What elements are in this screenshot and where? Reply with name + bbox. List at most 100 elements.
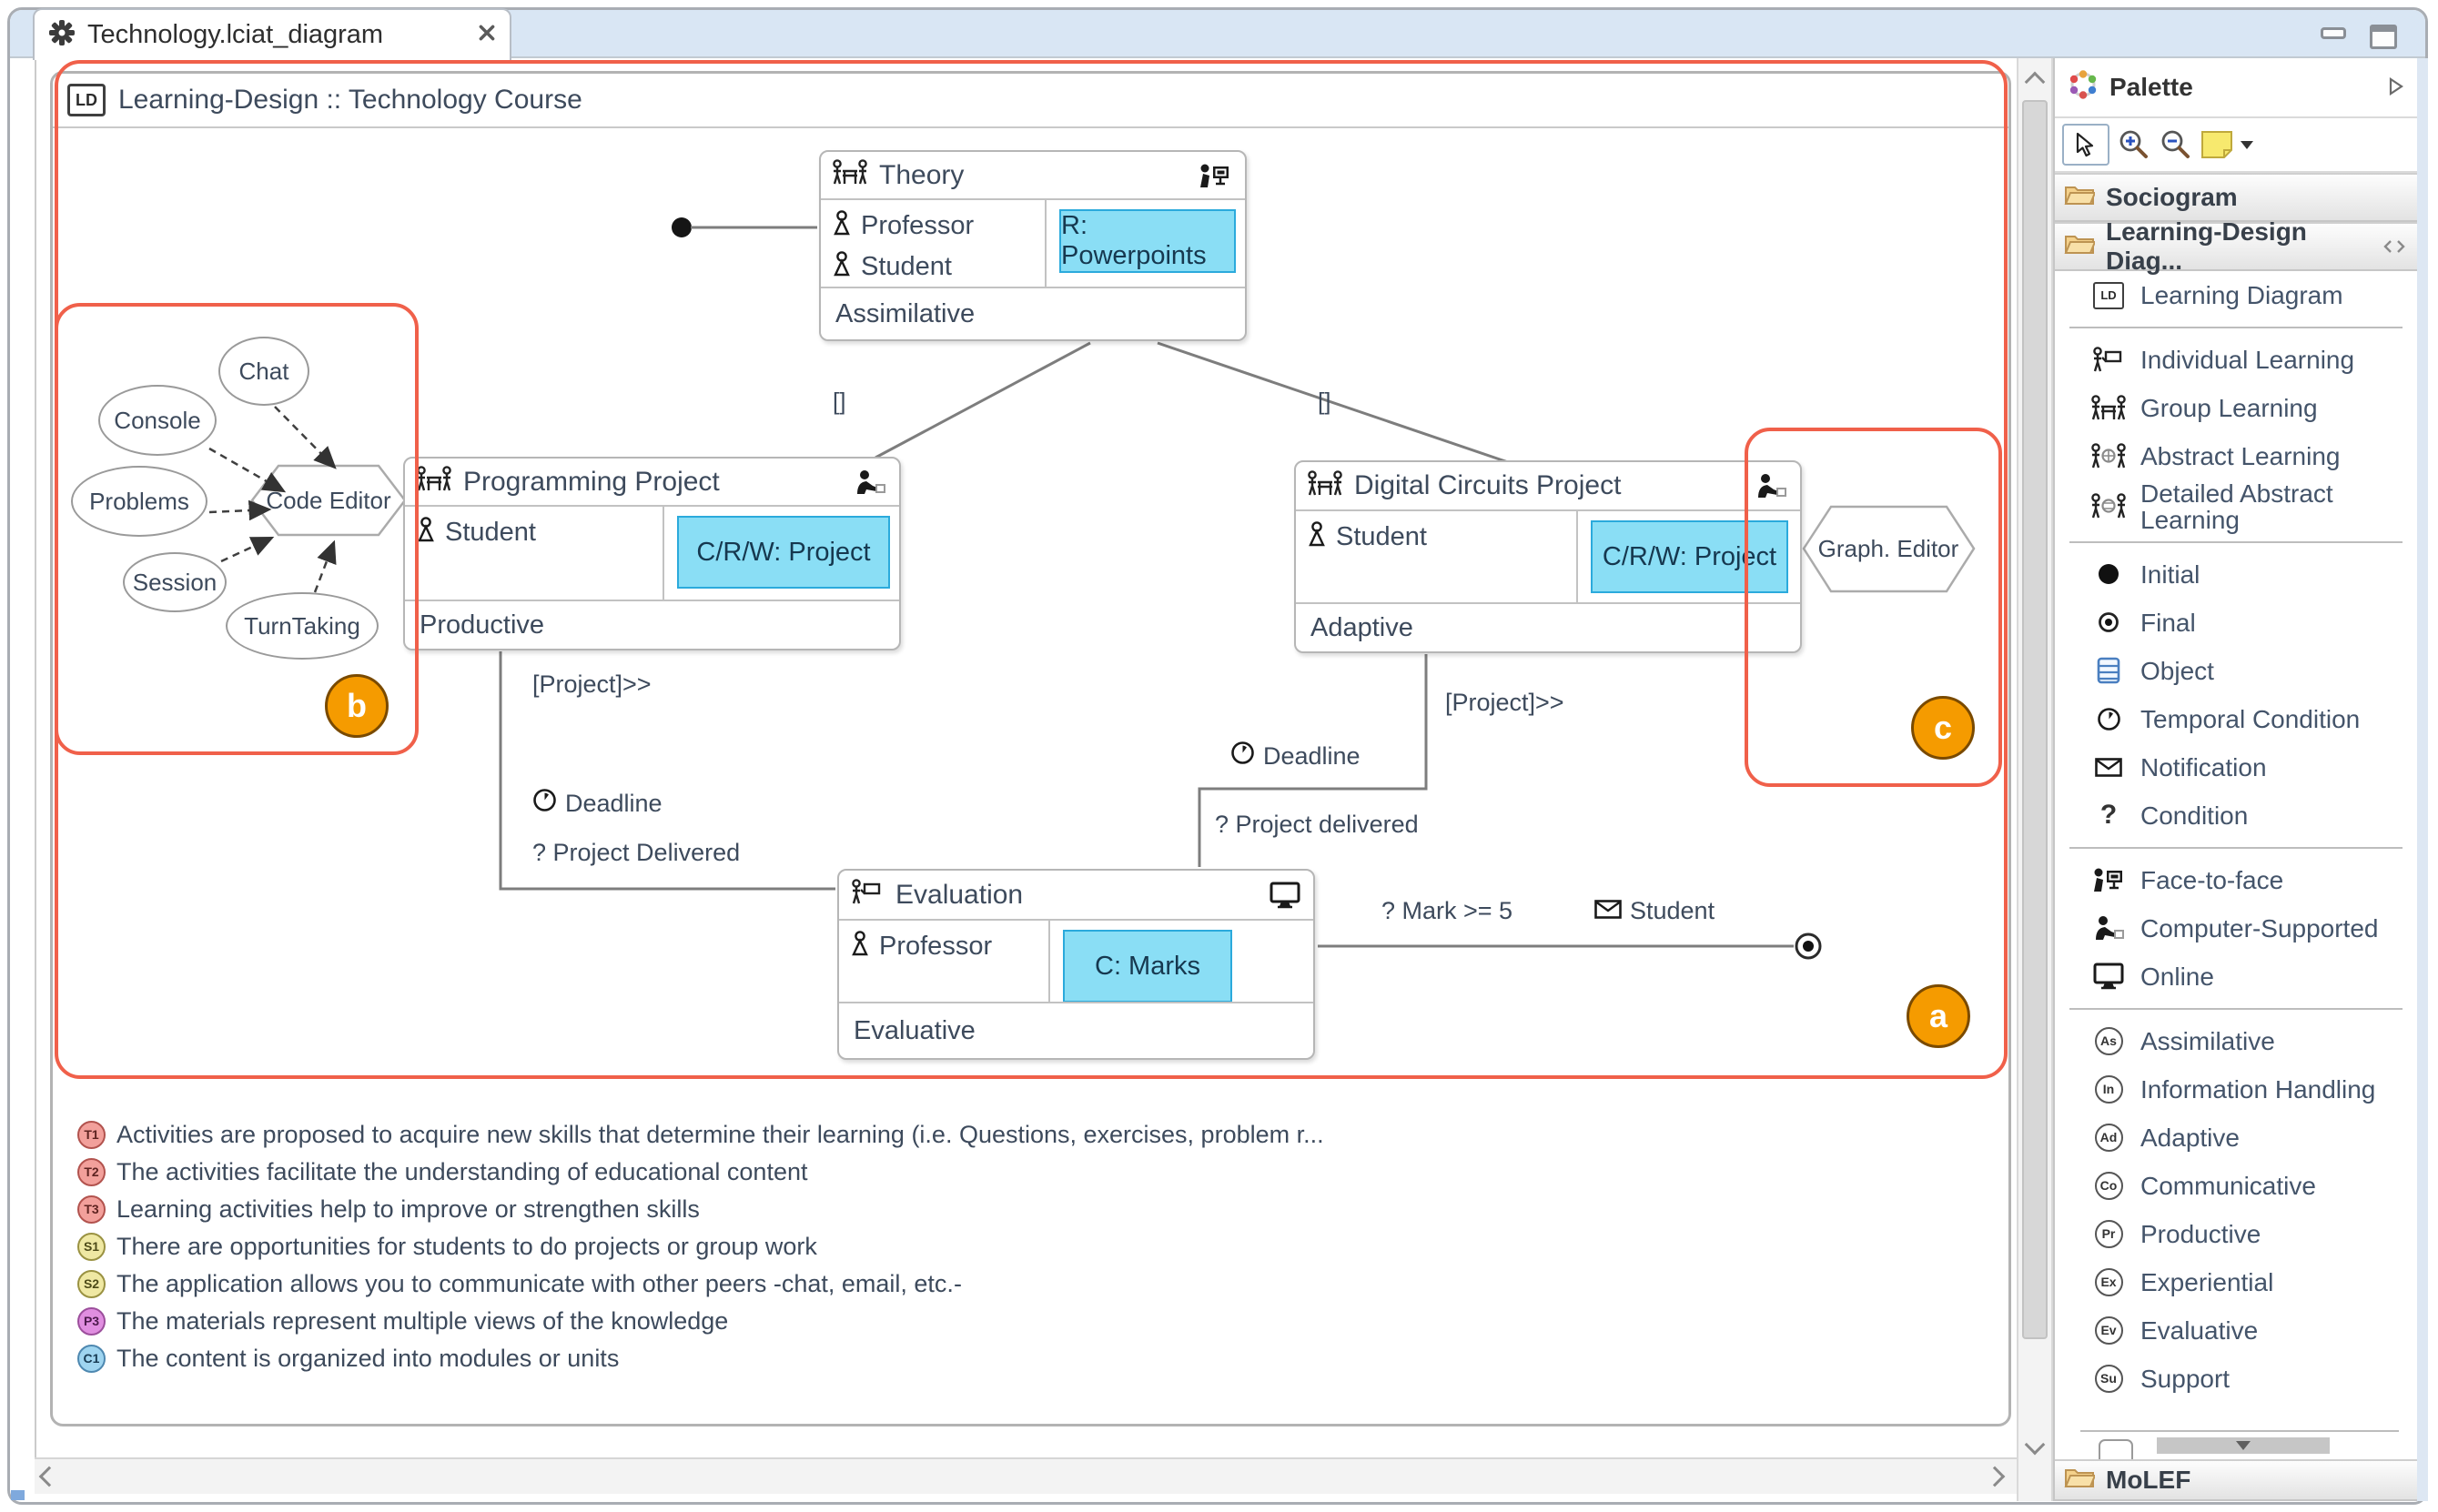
palette-drawer-molef[interactable]: MoLEF xyxy=(2055,1459,2417,1501)
corner-chip xyxy=(11,1490,25,1500)
palette-item-face-to-face[interactable]: Face-to-face xyxy=(2055,856,2417,904)
person-icon xyxy=(832,209,852,243)
group-learning-icon xyxy=(832,159,868,191)
horizontal-scrollbar[interactable] xyxy=(35,1457,2017,1494)
object-powerpoints[interactable]: R: Powerpoints xyxy=(1059,209,1236,273)
online-icon xyxy=(1270,882,1300,909)
palette-item-detailed-abstract-learning[interactable]: Detailed Abstract Learning xyxy=(2055,480,2417,534)
palette-scroll-area xyxy=(2055,1430,2417,1467)
computer-supported-icon xyxy=(2089,915,2128,941)
palette-drawer-learning-design[interactable]: Learning-Design Diag... xyxy=(2055,217,2417,275)
palette-item-temporal-condition[interactable]: Temporal Condition xyxy=(2055,695,2417,743)
role-student[interactable]: Student xyxy=(832,247,1045,287)
evaluative-icon: Ev xyxy=(2094,1315,2123,1345)
role-student[interactable]: Student xyxy=(1307,517,1576,558)
object-marks[interactable]: C: Marks xyxy=(1063,930,1232,1003)
person-icon xyxy=(1307,520,1327,554)
assimilative-icon: As xyxy=(2094,1026,2123,1055)
computer-supported-icon xyxy=(1755,473,1787,499)
mark-condition-label[interactable]: ? Mark >= 5 xyxy=(1381,897,1513,924)
palette-drawer-sociogram[interactable]: Sociogram xyxy=(2055,173,2417,222)
palette-item-abstract-learning[interactable]: Abstract Learning xyxy=(2055,432,2417,480)
window-edge-strip xyxy=(2417,58,2428,1501)
palette-scroll-down-button[interactable] xyxy=(2157,1437,2330,1454)
diagram-frame-header: LD Learning-Design :: Technology Course xyxy=(53,74,2008,128)
project-out-label-right[interactable]: [Project]>> xyxy=(1445,689,1564,716)
note-dropdown-icon[interactable] xyxy=(2241,140,2253,149)
region-badge-b: b xyxy=(325,674,389,738)
individual-learning-icon xyxy=(850,879,885,911)
ellipse-turntaking[interactable]: TurnTaking xyxy=(226,592,379,660)
palette-item-assimilative[interactable]: As Assimilative xyxy=(2055,1017,2417,1065)
palette-item-communicative[interactable]: Co Communicative xyxy=(2055,1162,2417,1210)
diagram-title: Learning-Design :: Technology Course xyxy=(118,85,582,115)
tab-title: Technology.lciat_diagram xyxy=(87,20,384,49)
ellipse-console[interactable]: Console xyxy=(98,385,217,456)
criterion-badge: T3 xyxy=(77,1194,106,1224)
palette-collapse-icon[interactable] xyxy=(2388,73,2404,102)
criterion-row-p3: P3 The materials represent multiple view… xyxy=(77,1303,728,1339)
experiential-icon: Ex xyxy=(2094,1267,2123,1296)
tab-technology-diagram[interactable]: Technology.lciat_diagram xyxy=(33,8,511,60)
criterion-badge: S1 xyxy=(77,1232,106,1261)
palette-item-experiential[interactable]: Ex Experiential xyxy=(2055,1258,2417,1306)
palette-toolbar xyxy=(2055,118,2417,173)
node-digital-circuits-project[interactable]: Digital Circuits Project Student C/R/W: … xyxy=(1294,460,1802,653)
ellipse-chat[interactable]: Chat xyxy=(218,337,309,406)
tab-close-icon[interactable] xyxy=(477,23,497,47)
vertical-scrollbar-thumb[interactable] xyxy=(2022,100,2048,1339)
criterion-badge: T1 xyxy=(77,1120,106,1149)
palette-item-online[interactable]: Online xyxy=(2055,953,2417,1001)
palette-icon xyxy=(2068,69,2099,106)
adaptive-icon: Ad xyxy=(2094,1123,2123,1152)
notification-label[interactable]: Student xyxy=(1594,897,1715,925)
face-to-face-icon xyxy=(1198,162,1232,189)
folder-icon xyxy=(2064,1465,2097,1496)
node-evaluation[interactable]: Evaluation Professor C: Marks Ev xyxy=(837,869,1315,1060)
information-handling-icon: In xyxy=(2094,1074,2123,1104)
palette-item-initial[interactable]: Initial xyxy=(2055,550,2417,599)
person-icon xyxy=(416,516,436,549)
note-tool-button[interactable] xyxy=(2200,130,2233,159)
ellipse-session[interactable]: Session xyxy=(123,552,227,612)
pin-open-icon[interactable] xyxy=(2382,232,2406,261)
palette-item-computer-supported[interactable]: Computer-Supported xyxy=(2055,904,2417,953)
palette-item-support[interactable]: Su Support xyxy=(2055,1355,2417,1403)
ellipse-problems[interactable]: Problems xyxy=(71,466,207,537)
palette-header: Palette xyxy=(2055,58,2417,118)
initial-icon xyxy=(2099,564,2119,585)
criterion-row-t3: T3 Learning activities help to improve o… xyxy=(77,1191,700,1227)
learning-diagram-icon: LD xyxy=(2093,281,2124,309)
palette-item-group-learning[interactable]: Group Learning xyxy=(2055,384,2417,432)
node-theory[interactable]: Theory Professor xyxy=(819,150,1247,341)
question-mark-icon: ? xyxy=(2099,800,2118,831)
maximize-button[interactable] xyxy=(2370,25,2397,49)
palette-separator xyxy=(2080,1430,2399,1432)
palette-item-learning-diagram[interactable]: LD Learning Diagram xyxy=(2055,271,2417,319)
folder-icon xyxy=(2064,231,2097,262)
palette-item-information-handling[interactable]: In Information Handling xyxy=(2055,1065,2417,1114)
minimize-button[interactable] xyxy=(2321,27,2346,39)
role-professor[interactable]: Professor xyxy=(832,206,1045,247)
object-icon xyxy=(2089,657,2128,684)
palette-item-final[interactable]: Final xyxy=(2055,599,2417,647)
palette-item-notification[interactable]: Notification xyxy=(2055,743,2417,791)
palette-item-productive[interactable]: Pr Productive xyxy=(2055,1210,2417,1258)
palette-item-evaluative[interactable]: Ev Evaluative xyxy=(2055,1306,2417,1355)
palette-item-individual-learning[interactable]: Individual Learning xyxy=(2055,336,2417,384)
criterion-row-s1: S1 There are opportunities for students … xyxy=(77,1228,817,1265)
zoom-out-button[interactable] xyxy=(2159,127,2193,162)
guard-label-left[interactable]: [] xyxy=(833,388,846,415)
object-project[interactable]: C/R/W: Project xyxy=(677,516,890,589)
palette-item-adaptive[interactable]: Ad Adaptive xyxy=(2055,1114,2417,1162)
node-programming-project[interactable]: Programming Project Student C/R/W: Proje… xyxy=(403,457,901,650)
group-learning-icon xyxy=(1307,469,1343,502)
select-tool-button[interactable] xyxy=(2062,124,2109,166)
role-professor[interactable]: Professor xyxy=(850,926,1048,967)
palette-item-object[interactable]: Object xyxy=(2055,647,2417,695)
zoom-in-button[interactable] xyxy=(2117,127,2151,162)
verb-label: Adaptive xyxy=(1310,612,1413,642)
palette-item-condition[interactable]: ? Condition xyxy=(2099,800,2249,831)
role-student[interactable]: Student xyxy=(416,512,663,553)
